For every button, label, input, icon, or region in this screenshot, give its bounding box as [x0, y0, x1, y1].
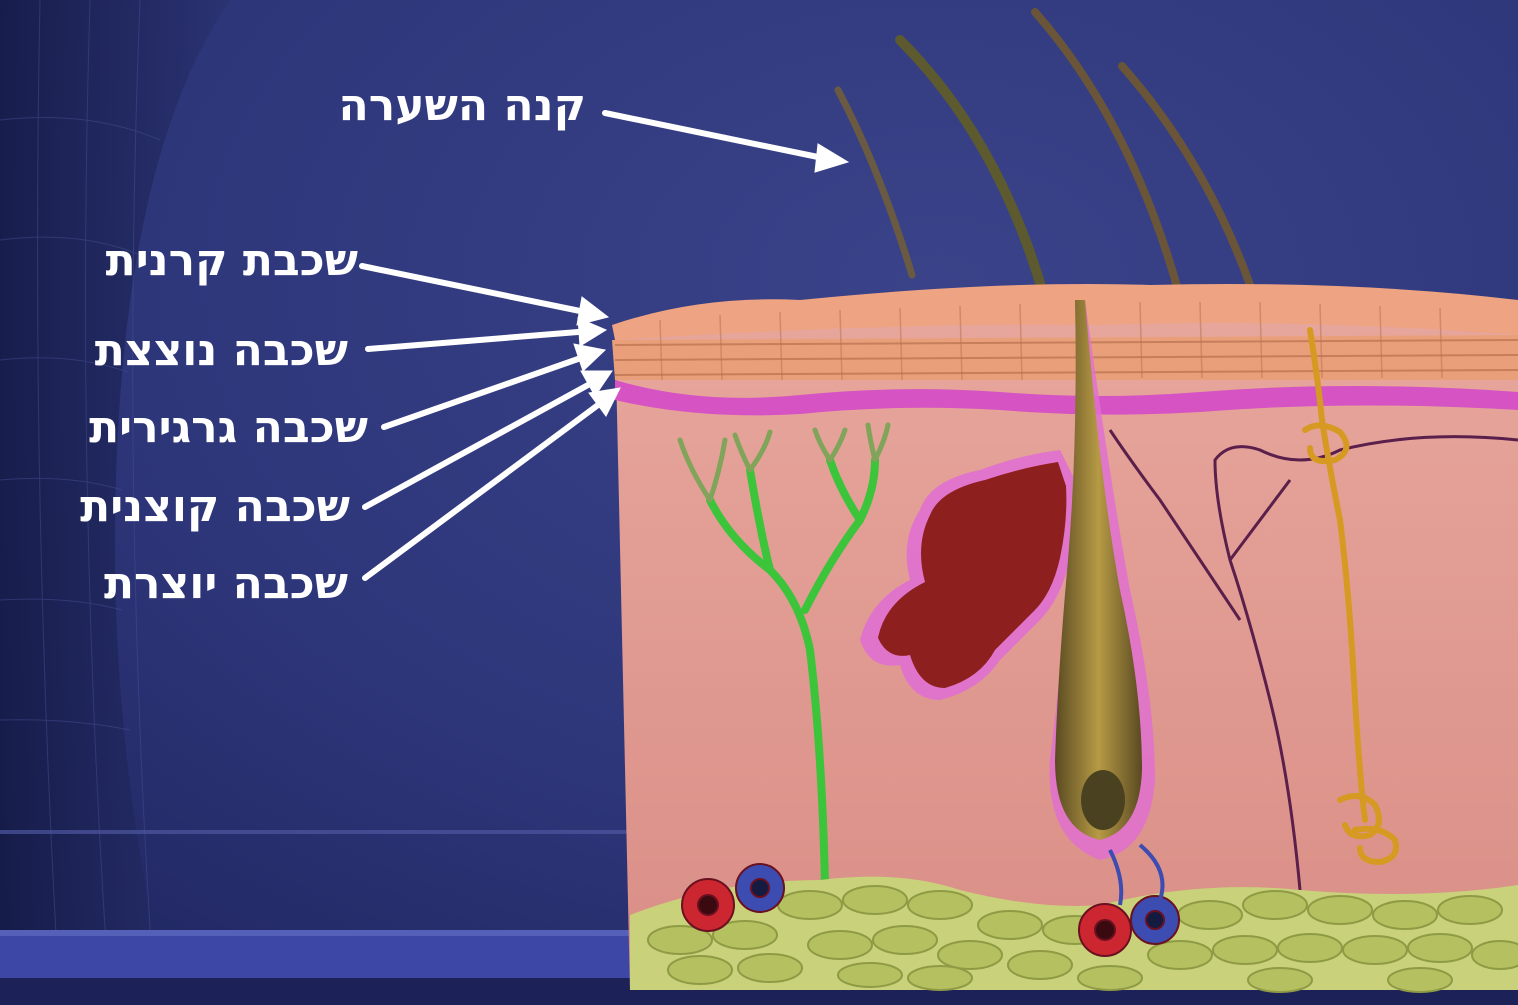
label-stratum-corneum: שכבת קרנית — [40, 235, 358, 287]
label-stratum-granulosum: שכבה גרגירית — [10, 402, 368, 454]
label-stratum-basale: שכבה יוצרת — [40, 558, 348, 610]
label-stratum-spinosum: שכבה קוצנית — [20, 481, 350, 533]
label-stratum-lucidum: שכבה נוצצת — [40, 325, 348, 377]
label-hair-shaft: קנה השערה — [286, 80, 586, 132]
